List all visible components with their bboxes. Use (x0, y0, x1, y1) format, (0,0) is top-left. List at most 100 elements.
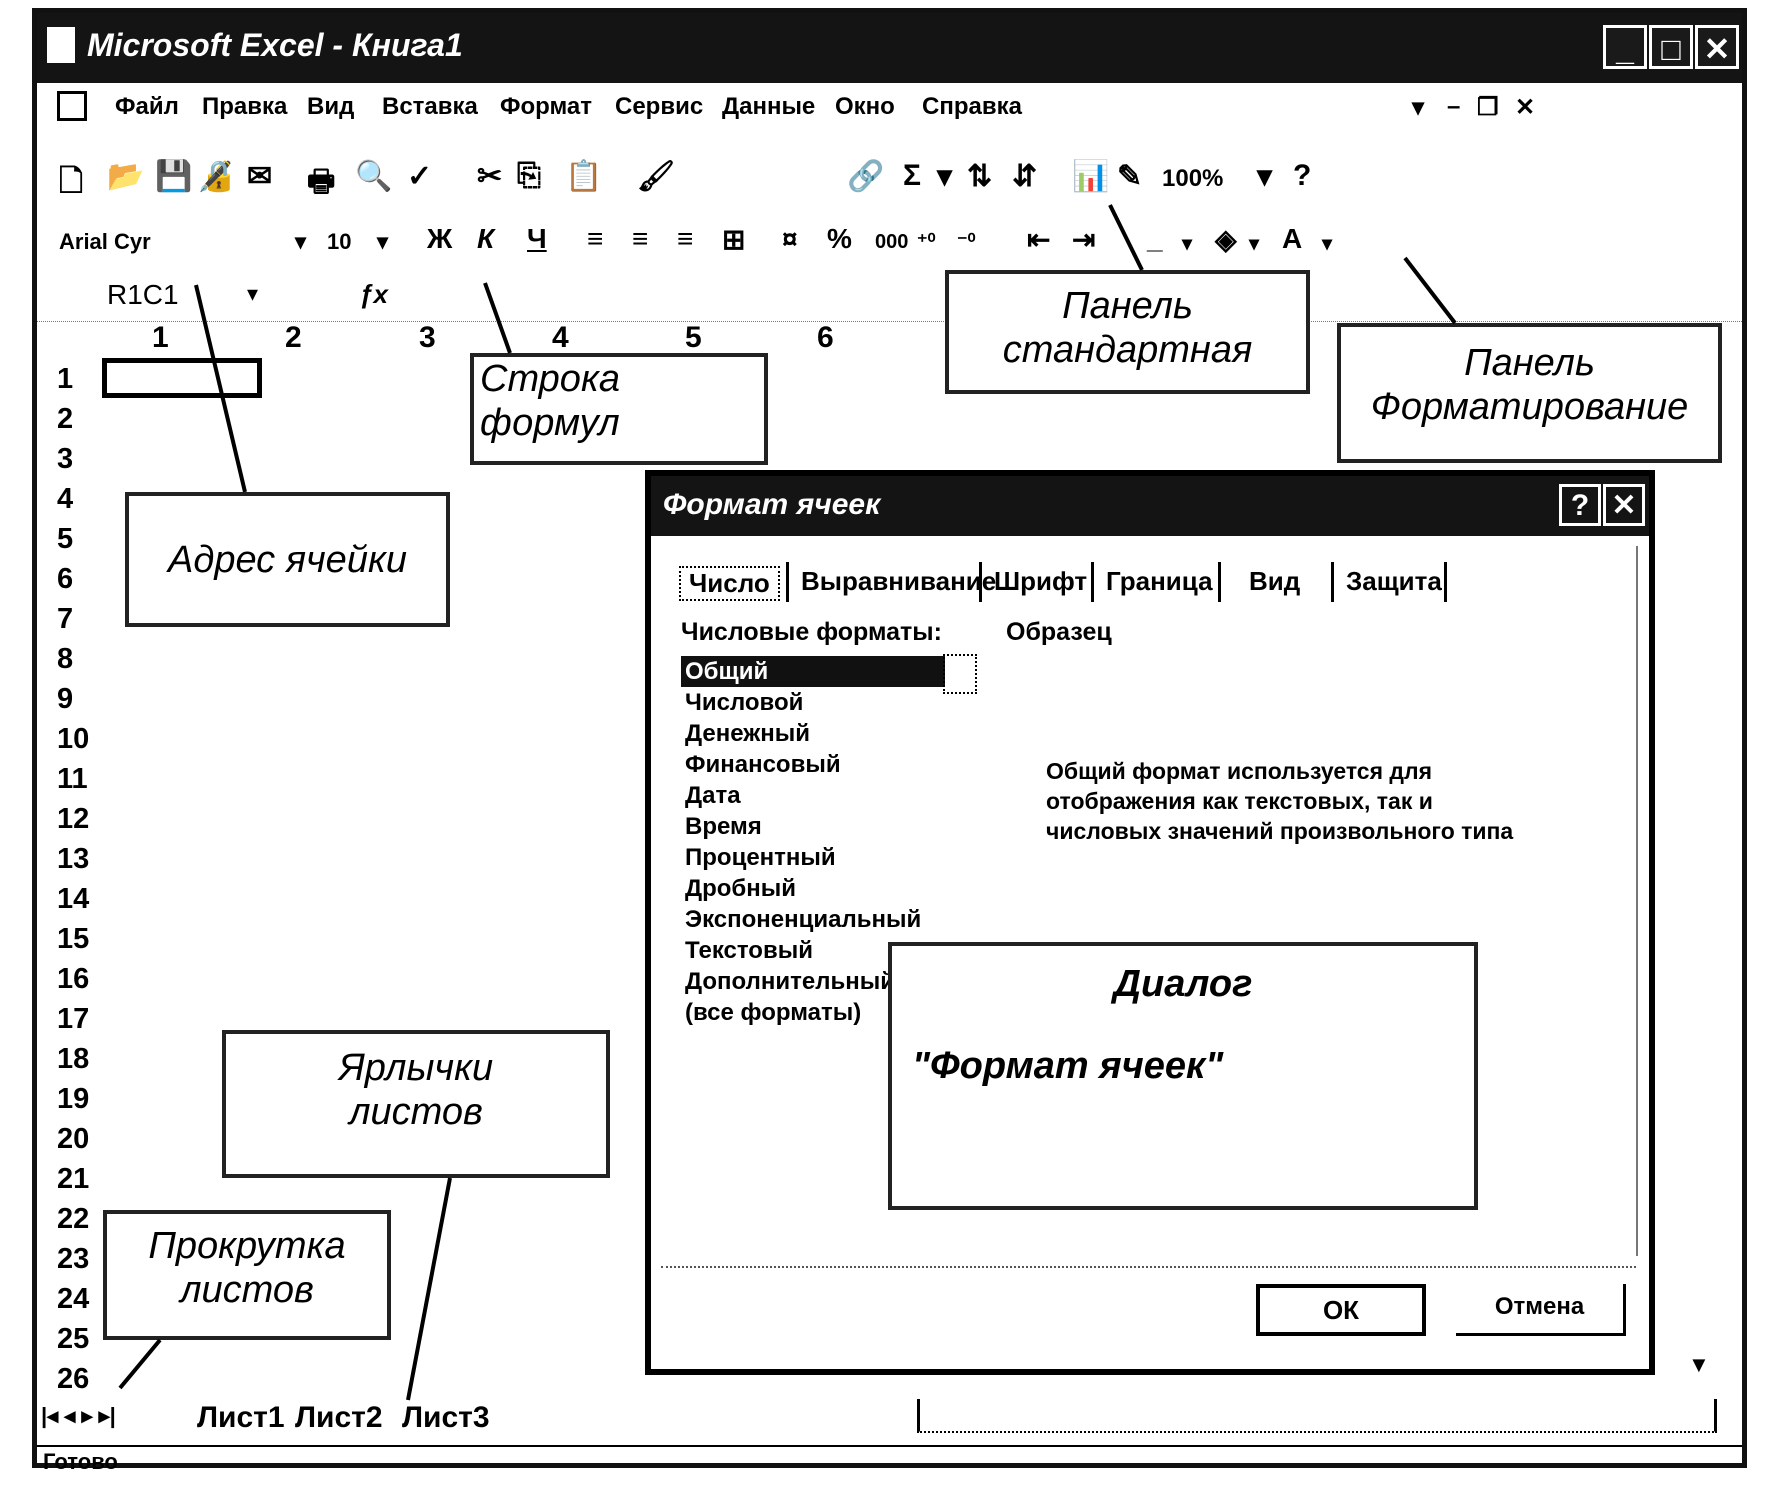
category-list-scrollbar[interactable] (943, 654, 977, 694)
sheet-tab-2[interactable]: Лист2 (295, 1401, 383, 1434)
category-list[interactable]: Общий Числовой Денежный Финансовый Дата … (681, 656, 1001, 1028)
tab-protection[interactable]: Защита (1346, 566, 1442, 596)
align-right-icon[interactable]: ≡ (677, 223, 694, 254)
menu-data[interactable]: Данные (722, 93, 816, 120)
row-header[interactable]: 9 (57, 683, 74, 715)
bold-button[interactable]: Ж (427, 223, 453, 254)
borders-dropdown-icon[interactable]: ▾ (1182, 233, 1193, 255)
chart-wizard-icon[interactable]: 📊 (1072, 160, 1110, 193)
decrease-decimal-icon[interactable]: ⁻⁰ (957, 231, 976, 253)
menu-insert[interactable]: Вставка (382, 93, 478, 120)
percent-button[interactable]: % (827, 223, 852, 254)
row-header[interactable]: 26 (57, 1363, 90, 1395)
font-name-dropdown-icon[interactable]: ▾ (295, 229, 307, 254)
sheet-tab-1[interactable]: Лист1 (197, 1401, 285, 1434)
zoom-dropdown-icon[interactable]: ▾ (1257, 160, 1273, 193)
align-left-icon[interactable]: ≡ (587, 223, 604, 254)
sheet-tab-3[interactable]: Лист3 (402, 1401, 490, 1434)
menu-file[interactable]: Файл (115, 93, 179, 120)
doc-minimize-button[interactable]: – (1447, 93, 1461, 120)
tab-patterns[interactable]: Вид (1249, 566, 1301, 596)
document-icon[interactable] (57, 91, 87, 121)
row-header[interactable]: 23 (57, 1243, 90, 1275)
column-header[interactable]: 3 (419, 321, 436, 354)
permission-icon[interactable]: 🔏 (197, 160, 235, 193)
horizontal-scrollbar[interactable] (917, 1399, 1717, 1433)
row-header[interactable]: 12 (57, 803, 90, 835)
font-name-box[interactable]: Arial Cyr (59, 229, 151, 254)
list-item[interactable]: Процентный (685, 844, 836, 871)
column-header[interactable]: 2 (285, 321, 302, 354)
font-color-dropdown-icon[interactable]: ▾ (1322, 233, 1333, 255)
column-header[interactable]: 4 (552, 321, 569, 354)
maximize-button[interactable]: □ (1649, 25, 1693, 69)
tab-number[interactable]: Число (679, 566, 780, 601)
currency-icon[interactable]: ¤ (782, 223, 798, 254)
list-item[interactable]: Числовой (685, 689, 804, 716)
dialog-help-button[interactable]: ? (1559, 484, 1601, 526)
list-item[interactable]: Дробный (685, 875, 796, 902)
thousands-button[interactable]: 000 (875, 231, 909, 253)
print-preview-icon[interactable]: 🔍 (355, 160, 393, 193)
fill-color-icon[interactable]: ◈ (1215, 224, 1237, 255)
row-header[interactable]: 3 (57, 443, 74, 475)
print-icon[interactable]: 🖶 (307, 165, 336, 198)
column-header[interactable]: 1 (152, 321, 169, 354)
row-header[interactable]: 13 (57, 843, 90, 875)
tab-font[interactable]: Шрифт (994, 566, 1088, 596)
borders-icon[interactable]: _ (1147, 223, 1163, 254)
format-painter-icon[interactable]: 🖌 (637, 160, 676, 193)
row-header[interactable]: 8 (57, 643, 74, 675)
dialog-close-button[interactable]: ✕ (1603, 484, 1645, 526)
list-item[interactable]: Дата (685, 782, 741, 809)
menu-help[interactable]: Справка (922, 93, 1022, 120)
row-header[interactable]: 17 (57, 1003, 90, 1035)
spelling-icon[interactable]: ✓ (407, 160, 433, 193)
save-icon[interactable]: 💾 (155, 160, 193, 193)
sheet-scroll-buttons[interactable]: |◂ ◂ ▸ ▸| (41, 1403, 116, 1428)
row-header[interactable]: 4 (57, 483, 74, 515)
list-item[interactable]: Дополнительный (685, 968, 895, 995)
hyperlink-icon[interactable]: 🔗 (847, 160, 885, 193)
row-header[interactable]: 16 (57, 963, 90, 995)
row-header[interactable]: 10 (57, 723, 90, 755)
list-item[interactable]: Экспоненциальный (685, 906, 922, 933)
row-header[interactable]: 19 (57, 1083, 90, 1115)
cancel-button[interactable]: Отмена (1456, 1284, 1626, 1336)
column-header[interactable]: 5 (685, 321, 702, 354)
new-icon[interactable]: 🗋 (59, 165, 84, 198)
name-box-dropdown-icon[interactable]: ▾ (247, 281, 259, 306)
row-header[interactable]: 6 (57, 563, 74, 595)
drawing-icon[interactable]: ✎ (1117, 160, 1143, 193)
row-header[interactable]: 21 (57, 1163, 90, 1195)
paste-icon[interactable]: 📋 (565, 160, 603, 193)
cut-icon[interactable]: ✂ (477, 160, 503, 193)
row-header[interactable]: 1 (57, 363, 74, 395)
list-item[interactable]: Время (685, 813, 762, 840)
list-item[interactable]: Денежный (685, 720, 811, 747)
list-item[interactable]: Финансовый (685, 751, 841, 778)
autosum-dropdown-icon[interactable]: ▾ (937, 160, 953, 193)
column-header[interactable]: 6 (817, 321, 834, 354)
close-button[interactable]: ✕ (1695, 25, 1739, 69)
row-header[interactable]: 7 (57, 603, 74, 635)
sort-descending-icon[interactable]: ⇵ (1012, 160, 1038, 193)
list-item[interactable]: Текстовый (685, 937, 813, 964)
decrease-indent-icon[interactable]: ⇤ (1027, 224, 1051, 255)
increase-decimal-icon[interactable]: ⁺⁰ (917, 231, 936, 253)
zoom-box[interactable]: 100% (1162, 165, 1224, 192)
menu-view[interactable]: Вид (307, 93, 355, 120)
list-item[interactable]: (все форматы) (685, 999, 862, 1026)
font-color-icon[interactable]: A (1282, 223, 1303, 254)
name-box[interactable]: R1C1 (107, 279, 179, 310)
row-header[interactable]: 11 (57, 763, 88, 795)
fx-icon[interactable]: ƒx (359, 279, 388, 309)
menu-window[interactable]: Окно (835, 93, 895, 120)
autosum-button[interactable]: Σ (903, 159, 922, 192)
doc-restore-button[interactable]: ❐ (1477, 94, 1499, 121)
minimize-button[interactable]: _ (1603, 25, 1647, 69)
increase-indent-icon[interactable]: ⇥ (1072, 224, 1096, 255)
font-size-box[interactable]: 10 (327, 229, 352, 254)
merge-center-icon[interactable]: ⊞ (722, 224, 746, 255)
row-header[interactable]: 24 (57, 1283, 90, 1315)
